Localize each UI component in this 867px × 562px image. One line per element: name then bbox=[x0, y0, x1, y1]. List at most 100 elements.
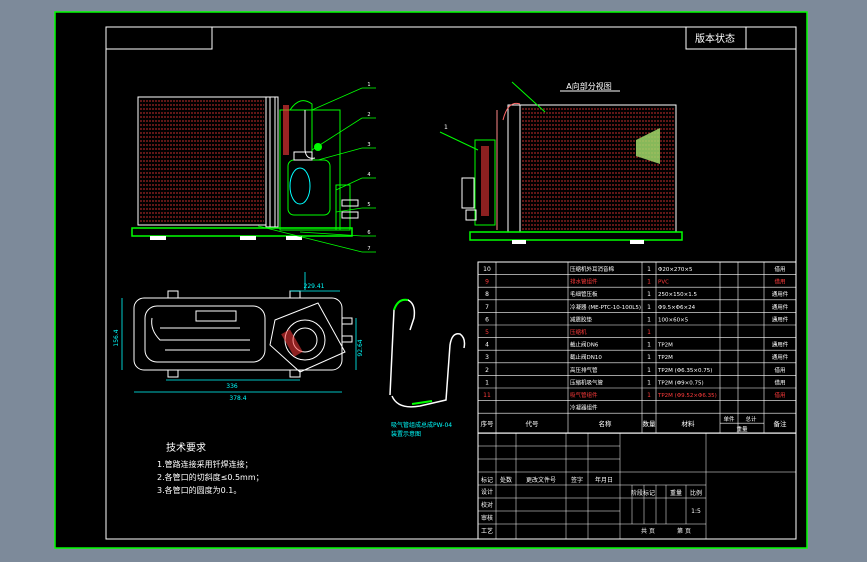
bom-material: Φ9.5×Φ6×24 bbox=[658, 305, 696, 311]
callout-number: 1 bbox=[367, 82, 370, 88]
bom-no: 4 bbox=[485, 342, 489, 349]
bom-no: 6 bbox=[485, 316, 489, 323]
base-plate-right bbox=[469, 231, 683, 241]
bom-header-unit: 单件 bbox=[723, 415, 735, 423]
bom-note: 通用件 bbox=[772, 341, 789, 349]
discharge-pipe bbox=[289, 100, 313, 160]
bom-qty: 1 bbox=[647, 379, 651, 386]
bom-qty: 1 bbox=[647, 304, 651, 311]
signoff-role: 设计 bbox=[481, 488, 493, 496]
signoff-role: 工艺 bbox=[481, 527, 493, 535]
coil-fins-left bbox=[140, 100, 264, 222]
signoff-role: 审核 bbox=[481, 514, 493, 522]
callout-number: 4 bbox=[367, 172, 370, 178]
bom-no: 2 bbox=[485, 367, 489, 374]
suction-pipe-detail: 吸气管组成总成PW-04 装置示意图 bbox=[389, 298, 466, 438]
slot bbox=[195, 310, 237, 322]
bom-qty: 1 bbox=[647, 266, 651, 273]
foot bbox=[630, 240, 644, 244]
bom-material: TP2M (Φ6.35×0.75) bbox=[657, 368, 712, 374]
foot bbox=[240, 236, 256, 240]
signoff-label: 处数 bbox=[500, 476, 512, 484]
bom-material: TP2M bbox=[657, 343, 673, 349]
bom-note: 借用 bbox=[774, 391, 785, 399]
drain-pipe-assembly bbox=[481, 146, 489, 216]
bom-note: 借用 bbox=[774, 378, 785, 386]
bom-note: 借用 bbox=[774, 278, 785, 286]
bom-material: TP2M (Φ9.52×Φ6.35) bbox=[657, 393, 717, 399]
bom-name: 截止阀DN6 bbox=[570, 341, 599, 349]
bom-note: 通用件 bbox=[772, 353, 789, 361]
bom-name: 压缩机吸气管 bbox=[570, 378, 604, 386]
bom-header-code: 代号 bbox=[526, 419, 540, 428]
valve-stack bbox=[465, 209, 477, 221]
bom-name: 冷凝器组件 bbox=[570, 404, 598, 412]
bom-note: 通用件 bbox=[772, 303, 789, 311]
callout-leader bbox=[311, 117, 363, 151]
sheet-total: 共 页 bbox=[641, 527, 655, 535]
bom-material: 250×150×1.5 bbox=[658, 292, 697, 298]
sheet-number: 第 页 bbox=[677, 527, 691, 535]
bom-material: 100×60×5 bbox=[658, 317, 689, 323]
scale-value: 1:5 bbox=[691, 508, 701, 515]
bom-note: 借用 bbox=[774, 366, 785, 374]
tech-req-item-1: 1.管路连接采用钎焊连接； bbox=[157, 459, 253, 469]
callout-number: 5 bbox=[367, 202, 370, 208]
pipe-joint bbox=[411, 400, 433, 405]
bom-qty: 1 bbox=[647, 316, 651, 323]
tech-req-item-2: 2.各管口的切斜度≤0.5mm； bbox=[157, 472, 264, 482]
capillary bbox=[283, 105, 289, 155]
foot bbox=[150, 236, 166, 240]
tab bbox=[167, 290, 179, 299]
top-base-outline bbox=[133, 297, 343, 371]
bom-name: 冷凝器 (ME-PTC-10-100L5) bbox=[570, 303, 641, 311]
callout-leader bbox=[311, 87, 363, 111]
pipe-bend bbox=[502, 102, 521, 121]
bom-material: Φ20×270×5 bbox=[658, 267, 693, 273]
tech-req-item-3: 3.各管口的圆度为0.1。 bbox=[157, 485, 241, 495]
stage-label: 阶段标记 bbox=[631, 489, 655, 497]
bom-qty: 1 bbox=[647, 354, 651, 361]
bom-material: TP2M (Φ9×0.75) bbox=[657, 380, 704, 386]
signoff-label: 签字 bbox=[571, 476, 583, 484]
right-view-tag: 1 bbox=[444, 124, 448, 131]
version-box bbox=[685, 26, 797, 50]
bom-note: 借用 bbox=[774, 265, 785, 273]
compressor-shell bbox=[289, 167, 311, 205]
bom-header-weight: 重量 bbox=[736, 425, 748, 433]
callout-leader bbox=[335, 177, 363, 191]
bom-name: 压缩机外耳消音棉 bbox=[570, 265, 615, 273]
callout-leader bbox=[335, 207, 363, 213]
pipe-bend-green bbox=[393, 298, 409, 311]
bom-header-no: 序号 bbox=[481, 419, 495, 428]
service-valve bbox=[335, 184, 351, 231]
weight-label: 重量 bbox=[670, 489, 682, 497]
signoff-label: 标记 bbox=[481, 476, 493, 484]
foot bbox=[286, 236, 302, 240]
side-plate bbox=[265, 96, 279, 228]
valve-cap bbox=[341, 211, 359, 219]
bom-no: 8 bbox=[485, 291, 489, 298]
bom-header-total: 总计 bbox=[745, 415, 757, 423]
signoff-label: 更改文件号 bbox=[526, 476, 556, 484]
bom-name: 毛细管压板 bbox=[570, 290, 598, 298]
top-left-box bbox=[105, 26, 213, 50]
bom-name: 排水管组件 bbox=[570, 278, 598, 286]
compressor-mount bbox=[269, 302, 346, 373]
callout-leader bbox=[257, 225, 363, 253]
bom-qty: 1 bbox=[647, 342, 651, 349]
dim-overall-width: 378.4 bbox=[229, 395, 246, 402]
bom-qty: 1 bbox=[647, 367, 651, 374]
mount-mark bbox=[281, 329, 303, 357]
bom-row: 冷凝器组件 bbox=[570, 404, 598, 412]
compressor-zone bbox=[279, 109, 341, 231]
